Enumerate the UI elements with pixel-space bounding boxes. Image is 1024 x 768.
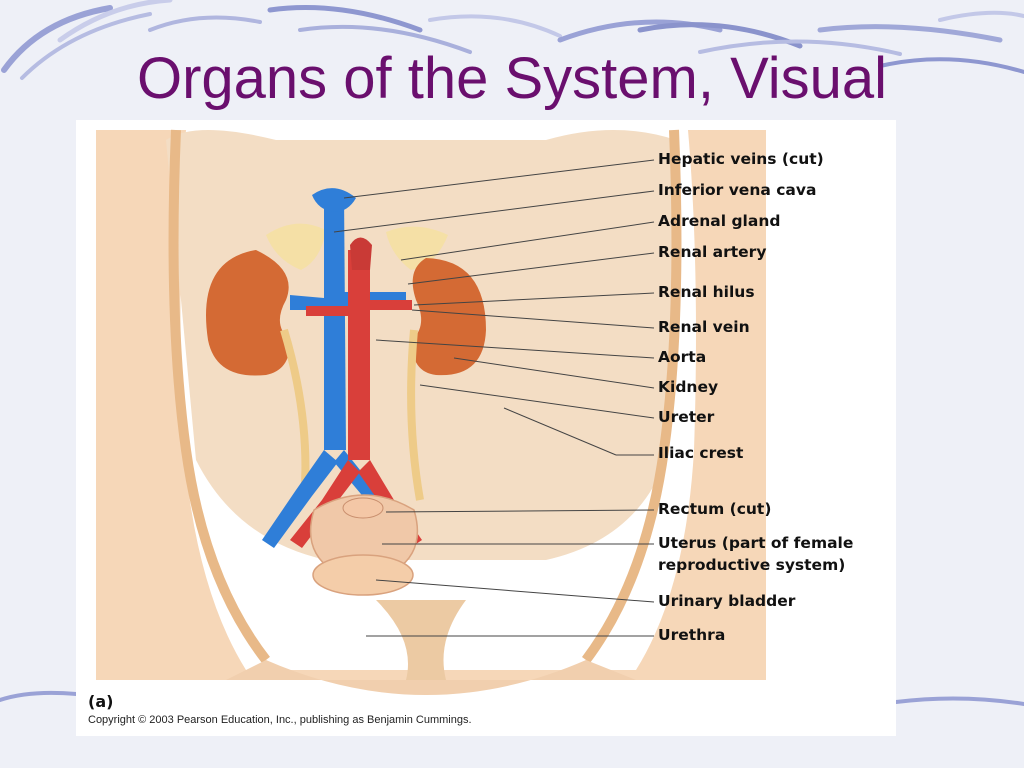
slide-title: Organs of the System, Visual [136, 46, 888, 111]
label-renal-hilus: Renal hilus [658, 283, 755, 301]
label-ureter: Ureter [658, 408, 715, 426]
label-uterus-line2: reproductive system) [658, 556, 846, 574]
anatomy-figure: Hepatic veins (cut) Inferior vena cava A… [76, 120, 896, 736]
label-urinary-bladder: Urinary bladder [658, 592, 796, 610]
label-inferior-vena-cava: Inferior vena cava [658, 181, 817, 199]
label-uterus-line1: Uterus (part of female [658, 534, 854, 552]
decorative-swooshes [0, 0, 1024, 706]
label-aorta: Aorta [658, 348, 707, 366]
label-renal-artery: Renal artery [658, 243, 767, 261]
label-renal-vein: Renal vein [658, 318, 750, 336]
label-kidney: Kidney [658, 378, 719, 396]
label-adrenal-gland: Adrenal gland [658, 212, 781, 230]
urinary-system-illustration [96, 129, 766, 695]
label-rectum: Rectum (cut) [658, 500, 772, 518]
panel-letter: (a) [88, 692, 114, 711]
copyright-notice: Copyright © 2003 Pearson Education, Inc.… [88, 714, 472, 726]
label-hepatic-veins: Hepatic veins (cut) [658, 150, 824, 168]
label-iliac-crest: Iliac crest [658, 444, 744, 462]
label-urethra: Urethra [658, 626, 726, 644]
